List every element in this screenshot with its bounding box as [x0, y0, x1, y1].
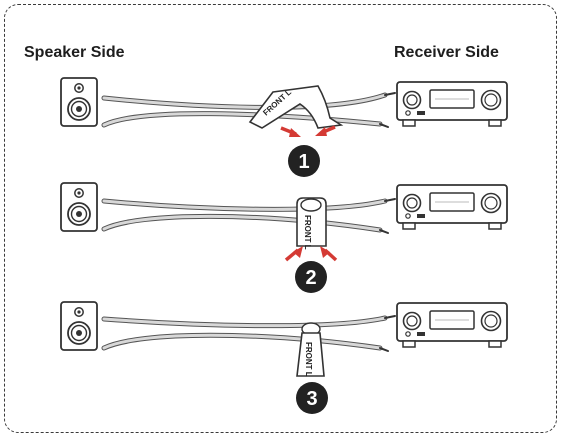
arrow-2b-icon	[320, 246, 338, 262]
cable-2	[101, 198, 396, 234]
label-tag-2: FRONT L	[296, 197, 327, 250]
dashed-frame	[4, 4, 557, 433]
speaker-1-icon	[60, 77, 98, 127]
tag-2-text: FRONT L	[303, 215, 312, 250]
step-1-badge: 1	[288, 145, 320, 177]
label-tag-1: FRONT L	[248, 85, 344, 129]
step-2-badge: 2	[295, 261, 327, 293]
receiver-side-label: Receiver Side	[394, 44, 499, 61]
tag-3-text: FRONT L	[304, 342, 313, 377]
row-1: FRONT L 1	[60, 77, 508, 177]
arrow-1a-icon	[280, 126, 301, 137]
receiver-3-icon	[396, 302, 508, 348]
speaker-3-icon	[60, 301, 98, 351]
label-tag-3: FRONT L	[296, 322, 325, 377]
speaker-2-icon	[60, 182, 98, 232]
arrow-2a-icon	[284, 246, 303, 262]
receiver-1-icon	[396, 81, 508, 127]
step-3-number: 3	[306, 388, 317, 410]
row-3: FRONT L 3	[60, 301, 508, 414]
step-3-badge: 3	[296, 382, 328, 414]
arrow-1b-icon	[315, 125, 336, 136]
receiver-2-icon	[396, 184, 508, 230]
speaker-side-label: Speaker Side	[24, 44, 125, 61]
step-2-number: 2	[305, 267, 316, 289]
row-2: FRONT L 2	[60, 182, 508, 293]
step-1-number: 1	[298, 151, 309, 173]
cable-3	[101, 315, 396, 352]
